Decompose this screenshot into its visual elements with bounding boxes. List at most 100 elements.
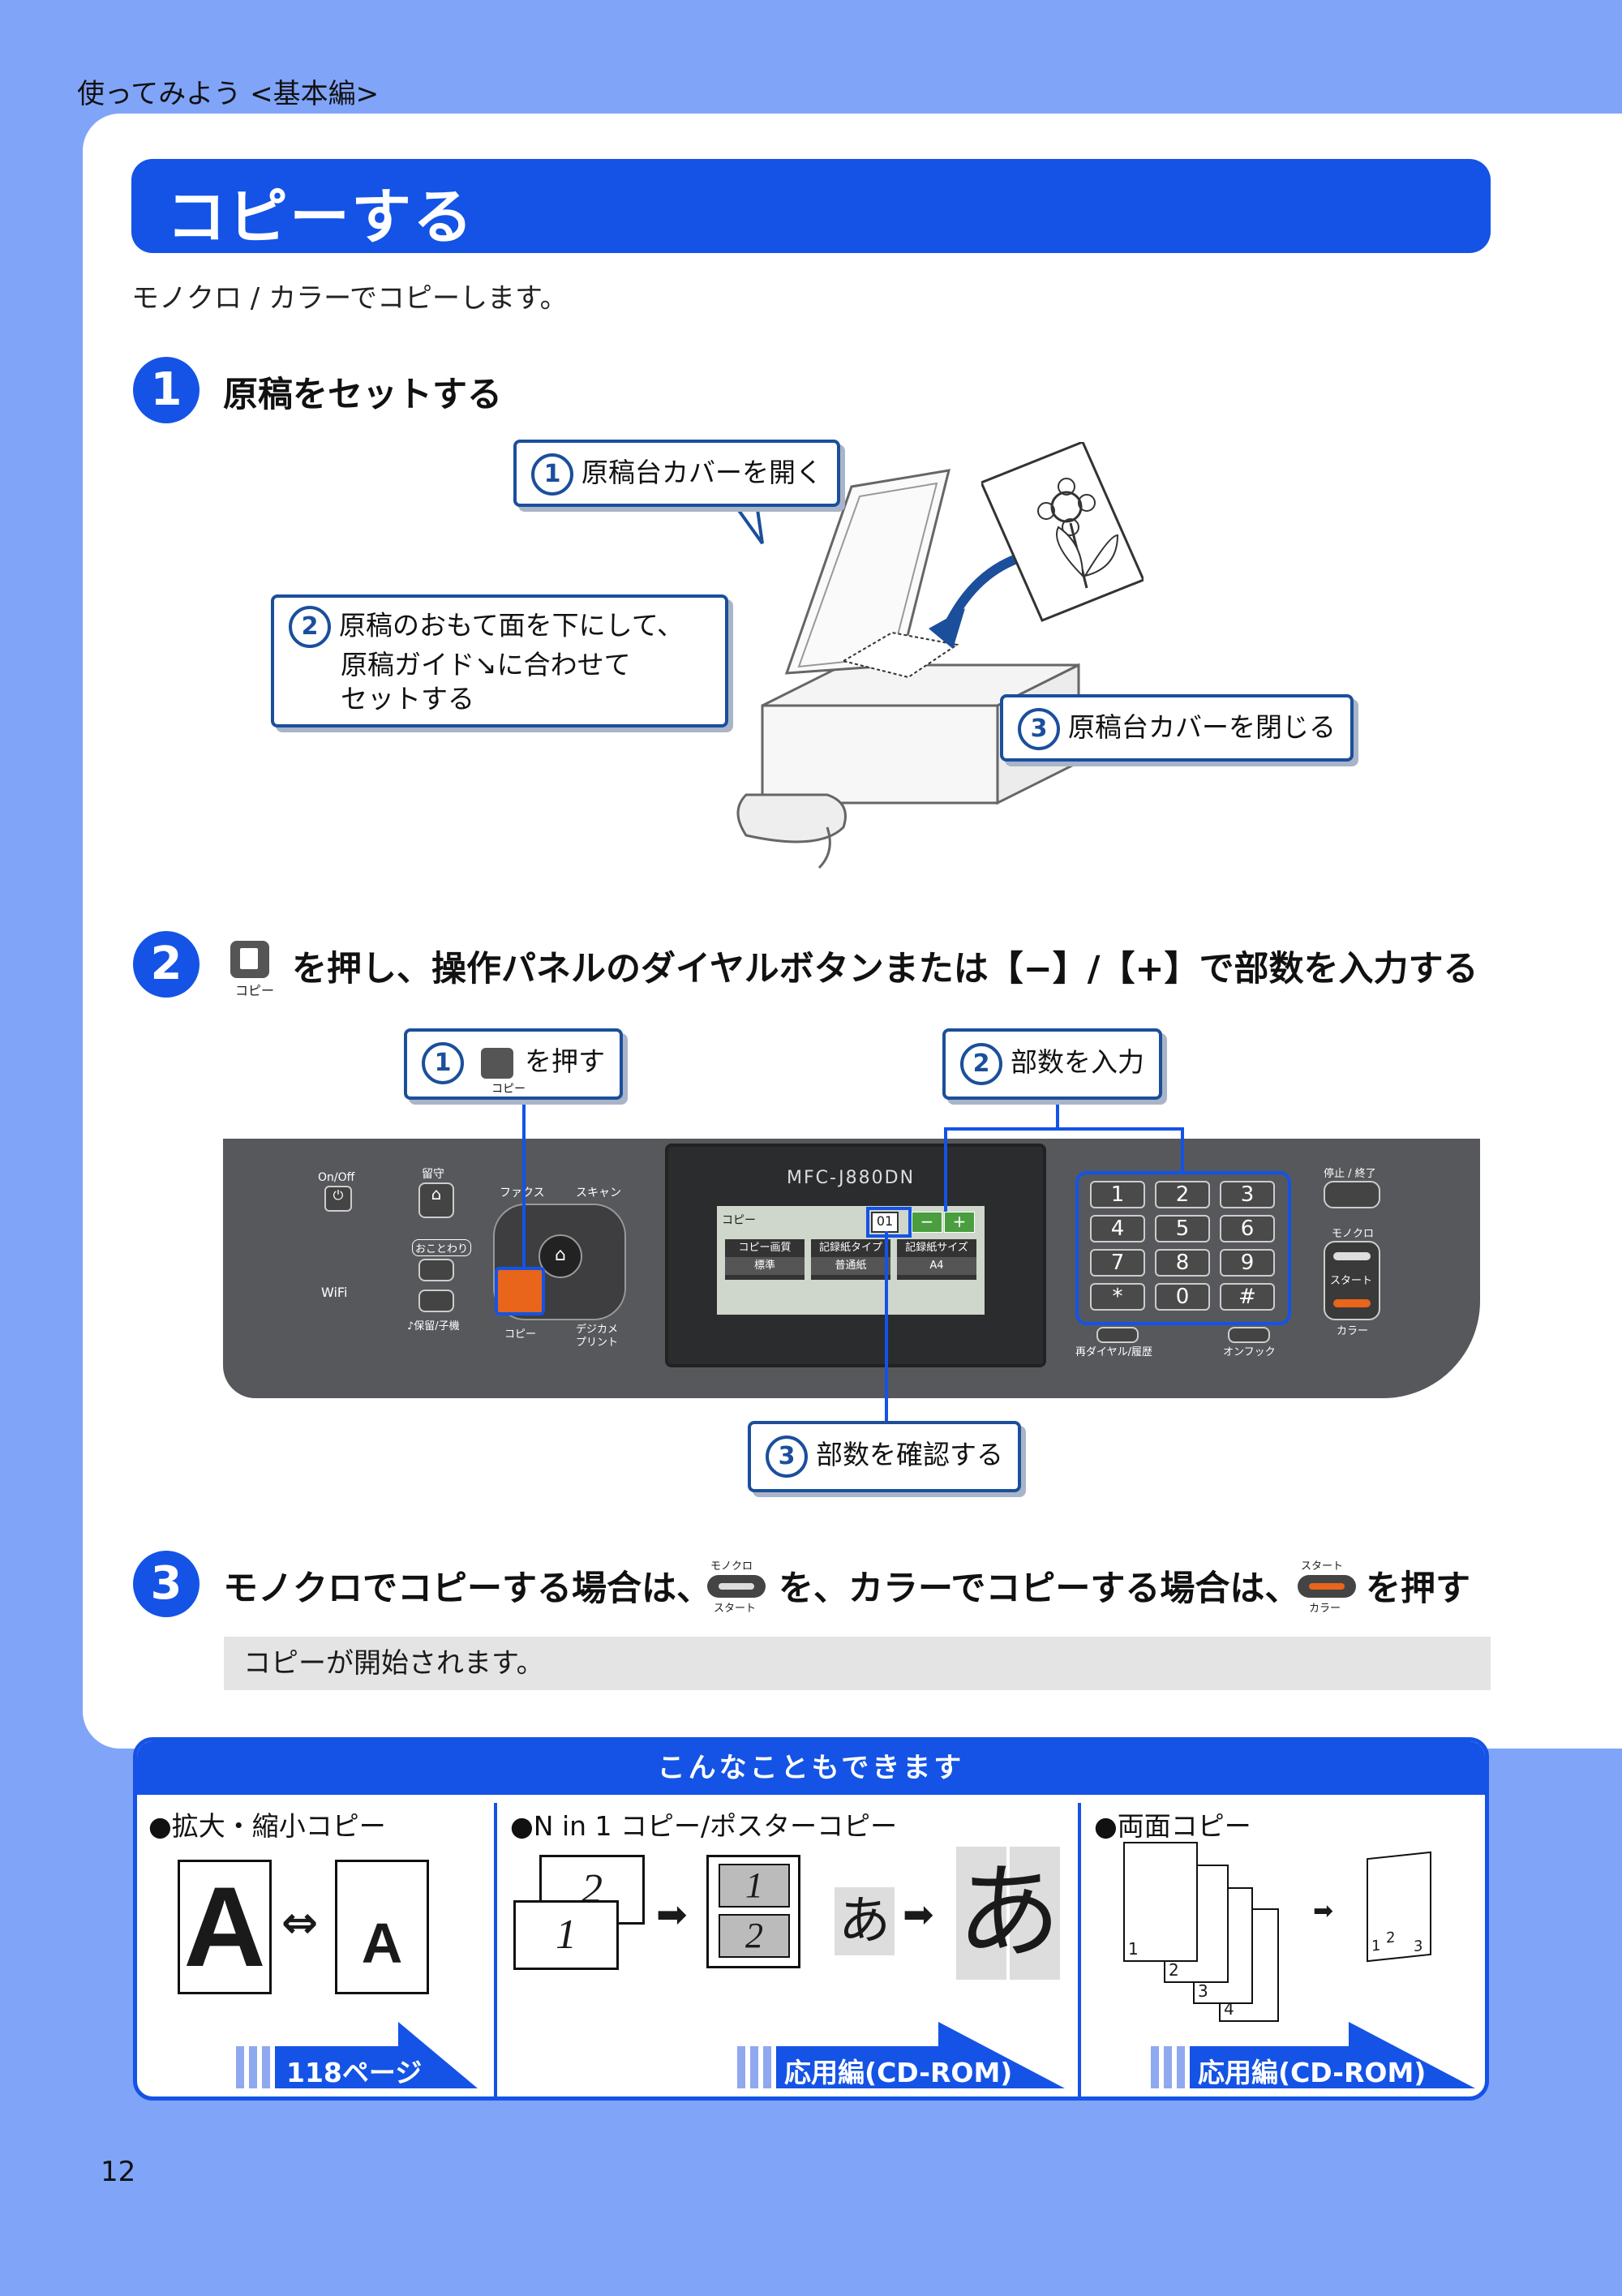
- lcd-copy-label: コピー: [722, 1214, 756, 1227]
- key-2[interactable]: 2: [1155, 1181, 1210, 1208]
- color-label: カラー: [1337, 1325, 1369, 1337]
- column-divider: [494, 1803, 497, 2096]
- connector-line: [1056, 1077, 1059, 1131]
- lcd-paper-type-button[interactable]: 記録紙タイプ普通紙: [811, 1239, 890, 1280]
- callout-text: 原稿台カバーを開く: [581, 457, 822, 488]
- extras-col1-title: ●拡大・縮小コピー: [148, 1810, 386, 1842]
- home-button[interactable]: ⌂: [539, 1234, 582, 1278]
- ref-118-page[interactable]: 118ページ: [236, 2022, 479, 2093]
- stop-button[interactable]: [1324, 1181, 1380, 1208]
- key-4[interactable]: 4: [1090, 1215, 1145, 1242]
- page-number: 12: [101, 2156, 136, 2188]
- extras-col3-title: ●両面コピー: [1094, 1810, 1251, 1842]
- step1-callout-open-cover: 1 原稿台カバーを開く: [513, 440, 840, 507]
- stop-label: 停止 / 終了: [1324, 1168, 1376, 1180]
- step-1-number: 1: [133, 357, 200, 423]
- onhook-button[interactable]: [1228, 1327, 1270, 1343]
- flower-document-icon: [981, 442, 1144, 622]
- duplex-output-sheet: 1 2 3: [1367, 1851, 1431, 1963]
- lcd-minus-button[interactable]: −: [912, 1212, 942, 1233]
- mono-label: モノクロ: [1332, 1228, 1375, 1240]
- page-number-label: 1: [1371, 1937, 1381, 1955]
- kotowari-label: おことわり: [412, 1239, 472, 1256]
- key-6[interactable]: 6: [1220, 1215, 1275, 1242]
- lcd-quality-button[interactable]: コピー画質標準: [725, 1239, 805, 1280]
- step-1-title: 原稿をセットする: [223, 375, 502, 415]
- power-button[interactable]: ⏻: [324, 1186, 352, 1212]
- circle-number: 3: [766, 1435, 808, 1478]
- connector-line: [944, 1127, 947, 1212]
- circle-number: 2: [289, 606, 331, 648]
- circle-number: 1: [422, 1041, 464, 1084]
- copy-mode-button[interactable]: [495, 1267, 545, 1315]
- circle-number: 1: [531, 453, 573, 496]
- key-9[interactable]: 9: [1220, 1249, 1275, 1277]
- lcd-button-label: 記録紙タイプ: [818, 1242, 882, 1254]
- callout-text: 原稿台カバーを閉じる: [1068, 711, 1336, 743]
- page-number-label: 2: [1169, 1960, 1179, 1980]
- lcd-button-value: A4: [897, 1257, 976, 1275]
- key-1[interactable]: 1: [1090, 1181, 1145, 1208]
- key-star[interactable]: *: [1090, 1283, 1145, 1311]
- photo-print-label: デジカメ プリント: [576, 1324, 619, 1349]
- page-number-label: 3: [1414, 1937, 1423, 1956]
- answer-machine-button[interactable]: ⌂: [418, 1182, 454, 1218]
- key-8[interactable]: 8: [1155, 1249, 1210, 1277]
- step-3-title-c: を押す: [1366, 1569, 1470, 1609]
- nin1-combined-1: 1: [719, 1864, 790, 1908]
- connector-line: [522, 1077, 526, 1267]
- nin1-arrow-icon: ➡: [656, 1892, 688, 1936]
- lcd-button-label: コピー画質: [738, 1242, 792, 1254]
- mono-start-caption-top: モノクロ: [710, 1560, 753, 1573]
- key-5[interactable]: 5: [1155, 1215, 1210, 1242]
- callout-line-2: 原稿ガイド↘に合わせて: [341, 649, 631, 680]
- step-3-note: コピーが開始されます。: [224, 1637, 1491, 1690]
- title-bar: [131, 159, 1491, 253]
- onoff-label: On/Off: [318, 1171, 355, 1184]
- key-0[interactable]: 0: [1155, 1283, 1210, 1311]
- extras-col2-title: ●N in 1 コピー/ポスターコピー: [510, 1810, 898, 1842]
- connector-line: [944, 1127, 1184, 1131]
- poster-arrow-icon: ➡: [903, 1892, 934, 1936]
- copy-label: コピー: [504, 1328, 537, 1341]
- color-start-button[interactable]: [1333, 1299, 1371, 1307]
- model-name: MFC-J880DN: [787, 1168, 916, 1188]
- circle-number: 2: [960, 1042, 1002, 1085]
- poster-large-glyph: あ: [956, 1847, 1062, 1980]
- rusu-label: 留守: [422, 1168, 444, 1181]
- breadcrumb: 使ってみよう <基本編>: [77, 78, 380, 110]
- callout-text: を押す: [525, 1045, 605, 1077]
- enlarge-arrow: ⇔: [281, 1897, 319, 1948]
- page-sheet: [83, 114, 1622, 1749]
- step-3-title-a: モノクロでコピーする場合は、: [223, 1569, 711, 1609]
- key-hash[interactable]: #: [1220, 1283, 1275, 1311]
- redial-button[interactable]: [1096, 1327, 1139, 1343]
- lcd-button-label: 記録紙サイズ: [905, 1242, 968, 1254]
- connector-line: [1181, 1127, 1184, 1173]
- page-number-label: 1: [1128, 1939, 1139, 1959]
- ref-label: 応用編(CD-ROM): [784, 2057, 1013, 2088]
- mono-start-button[interactable]: [1333, 1252, 1371, 1260]
- callout-text: 部数を確認する: [816, 1439, 1003, 1470]
- ref-applied-cdrom[interactable]: 応用編(CD-ROM): [737, 2022, 1070, 2093]
- ref-applied-cdrom-2[interactable]: 応用編(CD-ROM): [1151, 2022, 1475, 2093]
- wifi-label: WiFi: [321, 1285, 348, 1300]
- key-3[interactable]: 3: [1220, 1181, 1275, 1208]
- mono-start-caption-bottom: スタート: [714, 1603, 757, 1615]
- step2-callout-press-copy: 1 を押す コピー: [404, 1028, 623, 1100]
- hold-label: ♪保留/子機: [407, 1320, 460, 1333]
- fax-label: ファクス: [500, 1184, 545, 1200]
- lcd-button-value: 標準: [725, 1257, 805, 1275]
- page-number-label: 3: [1198, 1981, 1208, 2001]
- lcd-plus-button[interactable]: +: [944, 1212, 975, 1233]
- hold-button[interactable]: [418, 1290, 454, 1312]
- decline-button[interactable]: [418, 1259, 454, 1281]
- key-7[interactable]: 7: [1090, 1249, 1145, 1277]
- extras-heading: こんなこともできます: [137, 1741, 1485, 1795]
- lcd-paper-size-button[interactable]: 記録紙サイズ A4: [897, 1239, 976, 1280]
- dial-keypad: 1 2 3 4 5 6 7 8 9 * 0 #: [1075, 1171, 1291, 1325]
- start-button-group: スタート: [1324, 1241, 1380, 1320]
